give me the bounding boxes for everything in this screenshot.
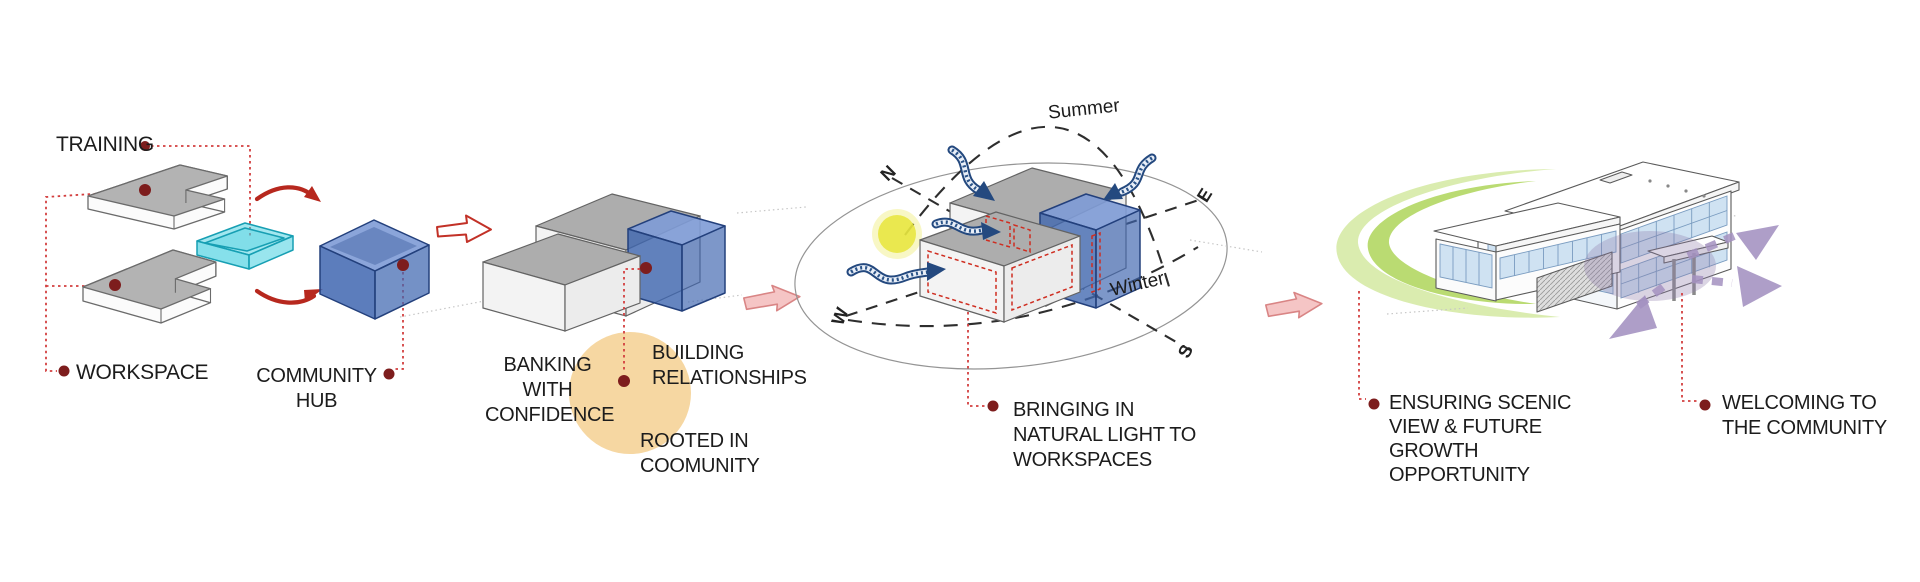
leader-dot	[987, 400, 999, 412]
highlight-circle	[569, 332, 691, 454]
transition-arrow-icon	[436, 214, 492, 243]
orbit-ellipse	[794, 162, 1228, 370]
community-arrow-icon	[1691, 266, 1782, 307]
leader-dot	[58, 365, 70, 377]
summer-arc	[904, 125, 1172, 291]
winter-arc	[847, 246, 1199, 328]
leader-dot	[640, 262, 652, 274]
merge-arrows	[254, 185, 323, 305]
stage2-massing	[399, 193, 801, 454]
leader-dot	[397, 259, 409, 271]
workspace-slab-lower	[82, 249, 217, 324]
flow-arrow-icon	[742, 284, 801, 312]
leader-dot	[139, 184, 151, 196]
sun-icon	[878, 215, 916, 253]
green-swoosh	[1336, 169, 1560, 318]
scenic-view-label: ENSURING SCENIC VIEW & FUTURE GROWTH OPP…	[1389, 392, 1572, 486]
hub-box-inserted	[627, 210, 726, 312]
leader-dot	[140, 141, 150, 151]
leader-dot	[383, 368, 395, 380]
leader-dot	[1699, 399, 1711, 411]
building-rendering	[1433, 161, 1740, 313]
wind-arrow-icon	[947, 145, 995, 201]
welcoming-community-label: WELCOMING TO THE COMMUNITY	[1722, 392, 1887, 439]
rooted-community-label: ROOTED IN COOMUNITY	[640, 430, 760, 477]
community-hub-box	[319, 219, 430, 320]
massing-model-oriented	[919, 167, 1141, 323]
leader-dot	[1368, 398, 1380, 410]
curved-arrow-icon	[254, 185, 316, 202]
community-arrow-icon	[1686, 225, 1779, 260]
wind-arrow-icon	[931, 217, 1001, 240]
community-arrow-icon	[1609, 283, 1666, 339]
wind-arrow-icon	[1103, 153, 1157, 200]
building-relationships-label: BUILDING RELATIONSHIPS	[652, 342, 807, 389]
sun-path-diagram	[736, 125, 1323, 412]
training-slab-upper	[87, 164, 228, 230]
banking-confidence-label: BANKING WITH CONFIDENCE	[485, 354, 615, 426]
training-label: TRAINING	[56, 133, 154, 156]
stage1-program-blocks	[45, 141, 492, 380]
wind-arrow-icon	[846, 262, 946, 285]
massing-front-block	[482, 233, 641, 332]
leader-dot	[109, 279, 121, 291]
workspace-label: WORKSPACE	[76, 361, 209, 384]
training-box-cyan	[196, 222, 294, 270]
leader-dot	[618, 375, 630, 387]
flow-arrow-icon	[1264, 291, 1323, 319]
natural-light-label: BRINGING IN NATURAL LIGHT TO WORKSPACES	[1013, 399, 1197, 471]
community-hub-label: COMMUNITY HUB	[256, 365, 377, 412]
welcome-zone-ellipse	[1584, 231, 1716, 301]
stage4-final-design	[1336, 161, 1782, 411]
